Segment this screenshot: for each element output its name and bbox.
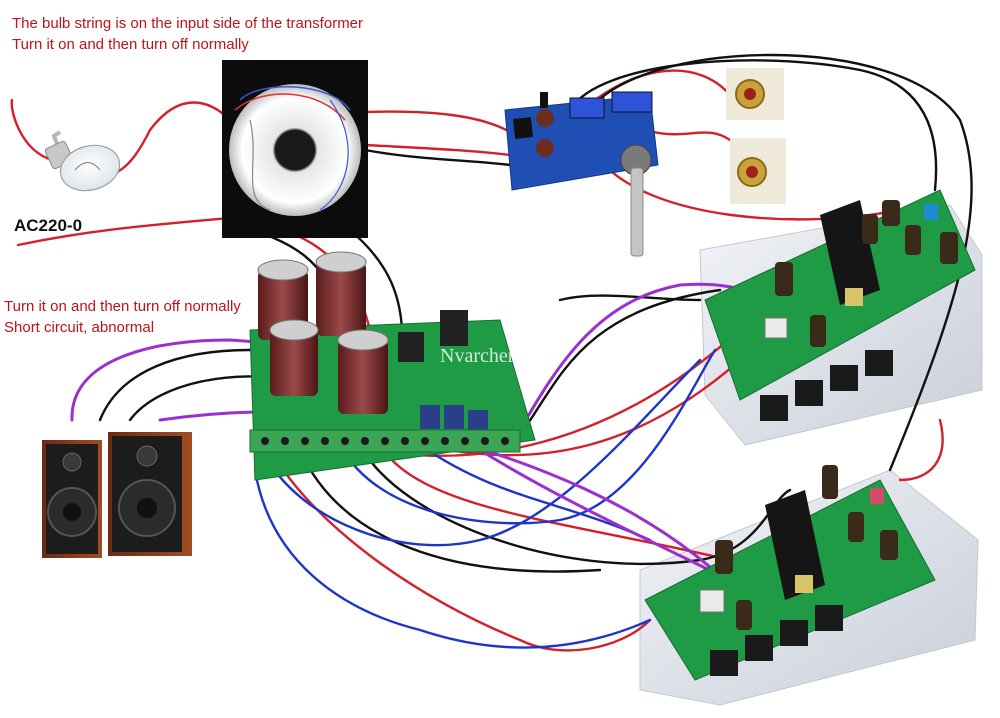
watermark-text: Nvarcher [440, 345, 515, 367]
light-bulb-icon [44, 130, 121, 192]
rca-jack-icon-upper [726, 68, 784, 120]
amplifier-board-lower [644, 465, 936, 681]
annotation-line: Short circuit, abnormal [4, 319, 155, 336]
annotation-bulb-note: The bulb string is on the input side of … [12, 13, 363, 55]
tone-control-board [504, 91, 659, 257]
amplifier-board-upper [704, 189, 976, 421]
power-supply-board [249, 251, 536, 481]
annotation-line: The bulb string is on the input side of … [12, 15, 364, 32]
wire-group-black [98, 53, 973, 573]
speaker-pair-icon [42, 432, 192, 558]
annotation-line: Turn it on and then turn off normally [12, 36, 249, 53]
wire-group-blue [253, 348, 717, 649]
annotation-speaker-note: Turn it on and then turn off normally Sh… [4, 296, 241, 338]
toroidal-transformer [222, 60, 368, 238]
rca-jack-icon-lower [730, 138, 786, 204]
ac-input-label: AC220-0 [14, 216, 83, 235]
annotation-line: Turn it on and then turn off normally [4, 298, 241, 315]
